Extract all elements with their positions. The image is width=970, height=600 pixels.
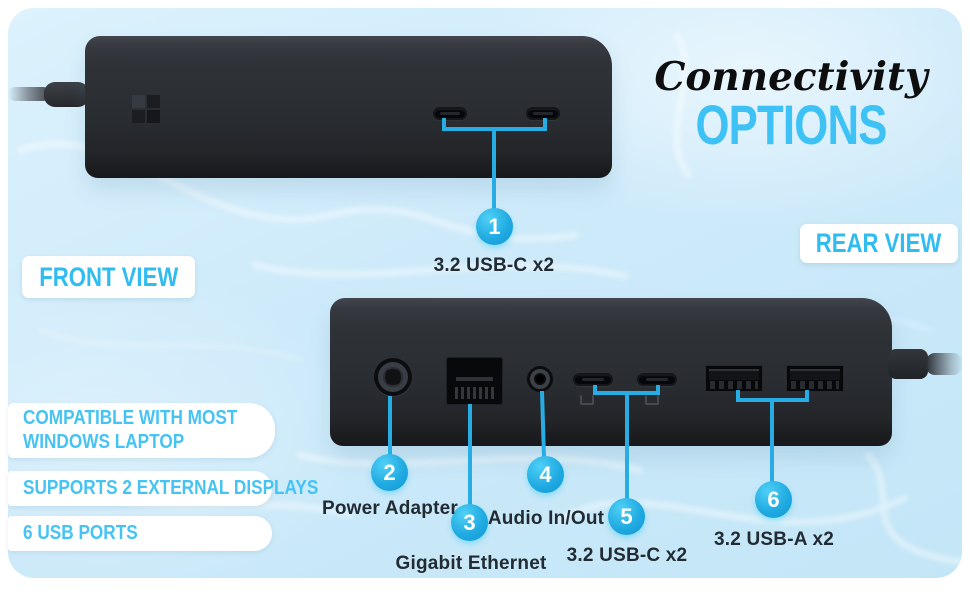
front-cable-boot — [44, 82, 89, 107]
front-cable — [8, 87, 50, 101]
feature-pill-displays: SUPPORTS 2 EXTERNAL DISPLAYS — [8, 471, 319, 506]
front-usb-c-port-1-icon — [433, 107, 467, 120]
rear-usb-a-port-1-icon — [705, 365, 763, 392]
callout-label-4: Audio In/Out — [487, 508, 605, 529]
audio-jack-icon — [527, 366, 553, 392]
feature-line: WINDOWS LAPTOP — [23, 430, 185, 453]
callout-number: 2 — [383, 459, 396, 485]
feature-line: COMPATIBLE WITH MOST — [23, 407, 238, 430]
front-view-text: FRONT VIEW — [39, 261, 178, 292]
callout-dot-6: 6 — [755, 481, 792, 518]
callout-label-3: Gigabit Ethernet — [395, 553, 547, 574]
callout-label-5: 3.2 USB-C x2 — [566, 545, 688, 566]
callout-dot-3: 3 — [451, 504, 488, 541]
callout-number: 6 — [767, 486, 780, 512]
rear-cable-boot — [888, 349, 928, 379]
headline-script: Connectivity — [654, 54, 928, 100]
callout-number: 5 — [620, 503, 633, 529]
front-usb-c-port-2-icon — [526, 107, 560, 120]
rear-usb-a-port-2-icon — [786, 365, 844, 392]
display-glyph-icon — [645, 394, 659, 405]
rear-view-label: REAR VIEW — [800, 224, 958, 263]
feature-line: 6 USB PORTS — [23, 521, 138, 544]
display-glyph-icon — [580, 394, 594, 405]
rear-cable — [926, 353, 962, 375]
ethernet-port-icon — [446, 357, 503, 405]
front-view-label: FRONT VIEW — [22, 256, 195, 298]
callout-dot-4: 4 — [527, 456, 564, 493]
rear-usb-c-port-2-icon — [637, 373, 677, 386]
power-port-icon — [374, 358, 412, 396]
callout-dot-2: 2 — [371, 454, 408, 491]
rear-usb-c-port-1-icon — [573, 373, 613, 386]
callout-number: 1 — [488, 213, 501, 239]
callout-label-2: Power Adapter — [322, 498, 458, 519]
callout-dot-5: 5 — [608, 498, 645, 535]
callout-dot-1: 1 — [476, 208, 513, 245]
callout-label-6: 3.2 USB-A x2 — [714, 529, 834, 550]
rear-view-text: REAR VIEW — [816, 228, 942, 258]
headline-main: OPTIONS — [695, 93, 887, 156]
callout-number: 4 — [539, 461, 552, 487]
callout-label-1: 3.2 USB-C x2 — [433, 255, 555, 276]
feature-pill-compatibility: COMPATIBLE WITH MOST WINDOWS LAPTOP — [8, 403, 275, 458]
callout-number: 3 — [463, 509, 476, 535]
dock-front-view — [85, 36, 612, 178]
feature-line: SUPPORTS 2 EXTERNAL DISPLAYS — [23, 476, 319, 499]
feature-pill-usb-ports: 6 USB PORTS — [8, 516, 272, 551]
windows-logo-icon — [132, 95, 160, 123]
